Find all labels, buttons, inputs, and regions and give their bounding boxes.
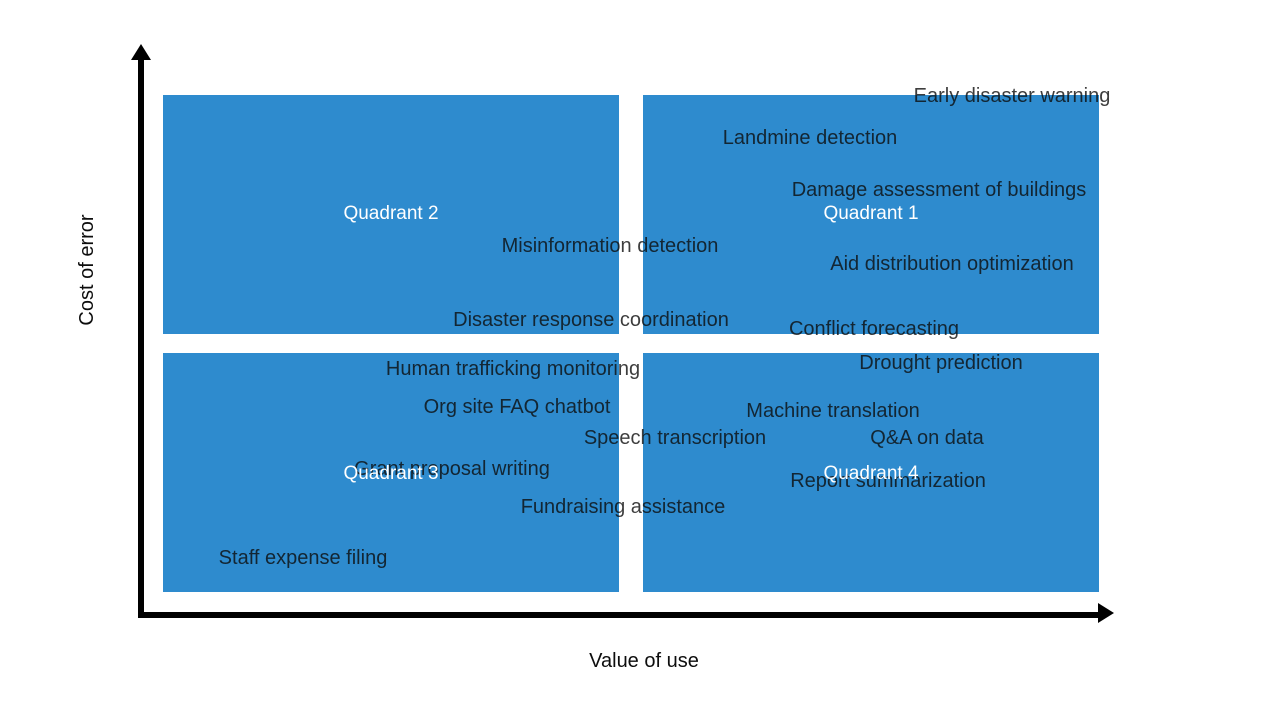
data-point-label: Landmine detection [722,127,898,149]
y-axis-line [138,56,144,618]
data-point-label: Disaster response coordination [453,309,729,331]
data-point-label: Aid distribution optimization [830,253,1074,275]
data-point-label: Q&A on data [870,427,984,449]
quadrant-title-top-right: Quadrant 1 [823,203,919,224]
data-point-label: Misinformation detection [501,235,719,257]
y-axis-label: Cost of error [76,214,98,326]
data-point-label: Fundraising assistance [520,496,726,518]
data-point-label: Damage assessment of buildings [791,179,1087,201]
quadrant-rect-top-right [643,95,1099,334]
quadrant-title-bottom-left: Quadrant 3 [343,463,439,484]
data-point-label: Drought prediction [859,352,1023,374]
quadrant-title-bottom-right: Quadrant 4 [823,463,919,484]
data-point-label: Grant proposal writing [354,458,550,480]
data-point-label: Speech transcription [583,427,767,449]
data-point-label: Machine translation [746,400,920,422]
x-axis-line [138,612,1100,618]
data-point-label: Report summarization [790,470,986,492]
arrow-right-icon [1098,603,1114,623]
arrow-up-icon [131,44,151,60]
quadrant-rect-bottom-left [163,353,619,592]
quadrant-title-top-left: Quadrant 2 [343,203,439,224]
data-point-label: Org site FAQ chatbot [423,396,611,418]
data-point-label: Early disaster warning [913,85,1111,107]
data-point-label: Staff expense filing [218,547,388,569]
quadrant-rect-top-left [163,95,619,334]
data-point-label: Human trafficking monitoring [385,358,641,380]
x-axis-label: Value of use [589,650,699,672]
quadrant-rect-bottom-right [643,353,1099,592]
data-point-label: Conflict forecasting [788,318,960,340]
